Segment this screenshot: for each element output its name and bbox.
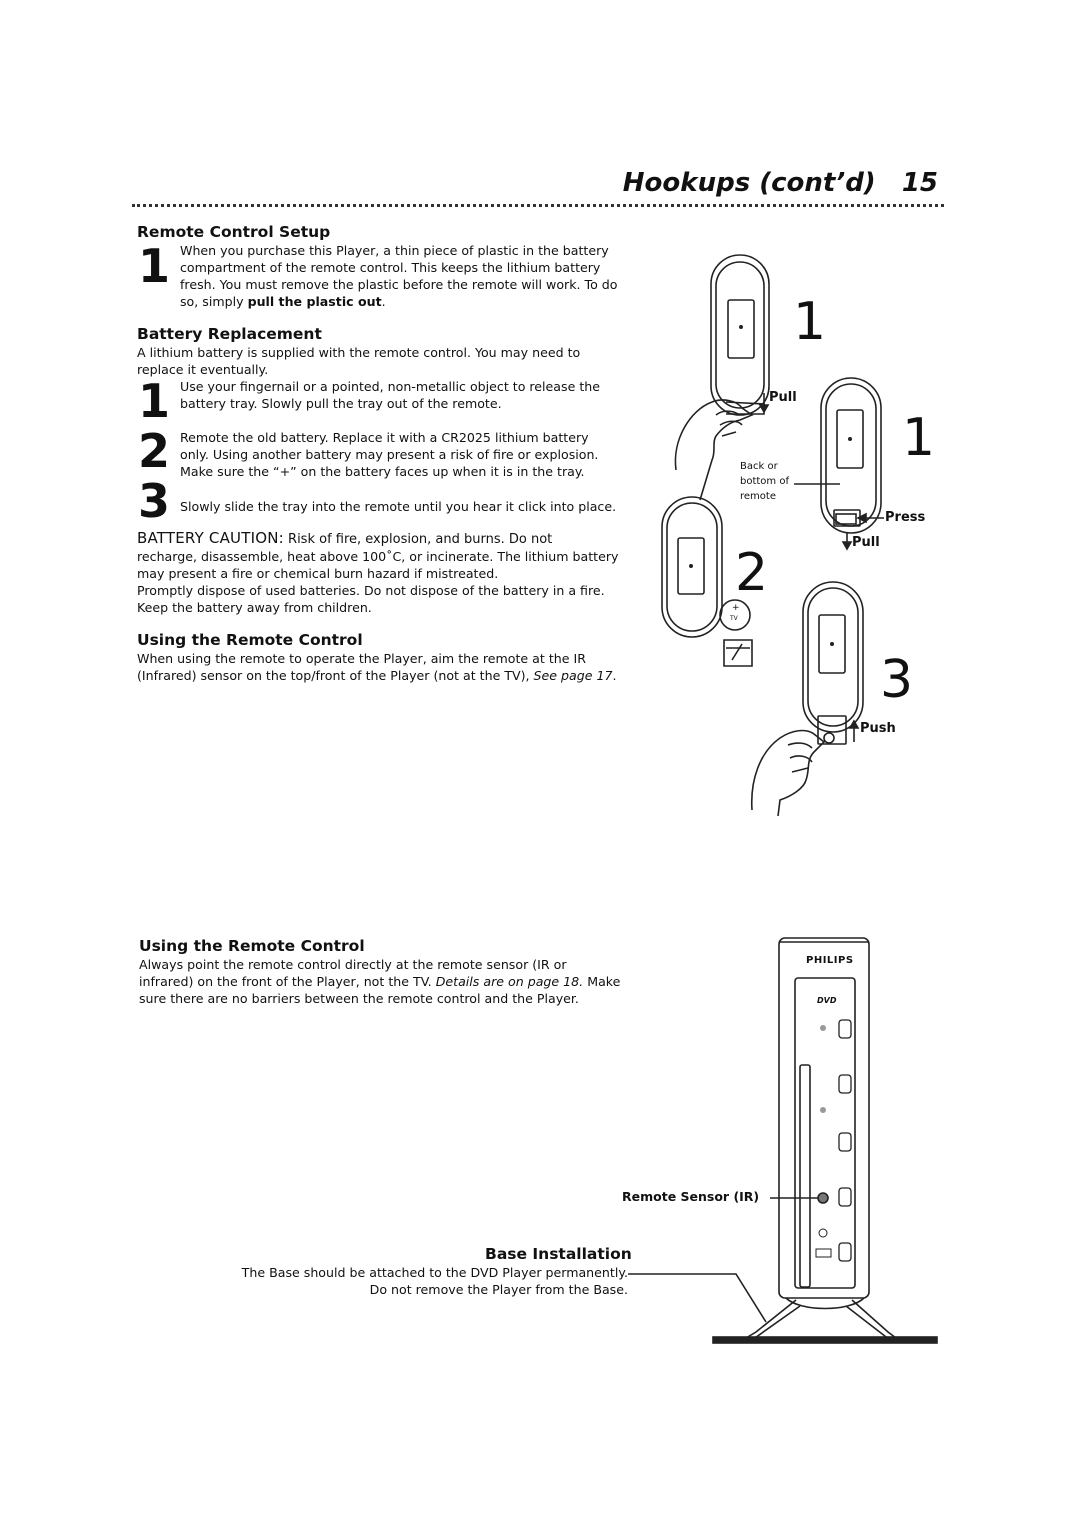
battery-caution: BATTERY CAUTION: Risk of fire, explosion… <box>137 530 627 616</box>
text-line: Remote the old battery. Replace it with … <box>180 430 589 445</box>
pull-label-1: Pull <box>769 390 797 405</box>
remote-sensor-icon <box>817 1192 829 1204</box>
page-header: Hookups (cont’d) 15 <box>623 168 938 198</box>
text-line: Do not remove the Player from the Base. <box>369 1282 628 1297</box>
text-line: sure there are no barriers between the r… <box>139 991 579 1006</box>
battery-tv-label: TV <box>730 615 738 622</box>
text-line: compartment of the remote control. This … <box>180 260 601 275</box>
battery-step-1-number: 1 <box>138 374 171 428</box>
battery-step-2-text: Remote the old battery. Replace it with … <box>180 429 630 480</box>
push-label: Push <box>860 721 896 736</box>
battery-replacement-heading: Battery Replacement <box>137 325 322 343</box>
text-line: Always point the remote control directly… <box>139 957 567 972</box>
pull-label-2: Pull <box>852 535 880 550</box>
battery-step-1-text: Use your fingernail or a pointed, non-me… <box>180 378 630 412</box>
text-line: When using the remote to operate the Pla… <box>137 651 586 666</box>
header-divider <box>132 204 944 207</box>
using-remote-heading-1: Using the Remote Control <box>137 631 363 649</box>
remote-setup-text: When you purchase this Player, a thin pi… <box>180 242 630 310</box>
hand-icon <box>674 399 754 501</box>
text-line: Use your fingernail or a pointed, non-me… <box>180 379 600 394</box>
battery-step-2-number: 2 <box>138 424 171 478</box>
battery-step-3-number: 3 <box>138 474 171 528</box>
battery-intro: A lithium battery is supplied with the r… <box>137 344 617 378</box>
remote-step4-icon <box>802 581 864 745</box>
step-label-2: 2 <box>735 543 769 603</box>
hand-icon <box>750 729 826 817</box>
base-installation-heading: Base Installation <box>485 1245 632 1263</box>
text-line: Keep the battery away from children. <box>137 600 372 615</box>
step-label-3: 3 <box>880 650 914 710</box>
text-line: so, simply pull the plastic out. <box>180 294 386 309</box>
text-line: battery tray. Slowly pull the tray out o… <box>180 396 502 411</box>
text-line: A lithium battery is supplied with the r… <box>137 345 581 360</box>
emphasis: pull the plastic out <box>247 294 382 309</box>
text-line: Slowly slide the tray into the remote un… <box>180 499 617 514</box>
text-line: only. Using another battery may present … <box>180 447 599 462</box>
page-number: 15 <box>901 168 938 198</box>
using-remote-text-2: Always point the remote control directly… <box>139 956 629 1007</box>
back-of-remote-label: Back or bottom of remote <box>740 461 789 502</box>
text-line: infrared) on the front of the Player, no… <box>139 974 621 989</box>
dvd-player <box>628 937 938 1344</box>
text-line: Promptly dispose of used batteries. Do n… <box>137 583 605 598</box>
text-line: may present a fire or chemical burn haza… <box>137 566 499 581</box>
using-remote-heading-2: Using the Remote Control <box>139 937 365 955</box>
remote-step3-icon <box>661 496 723 638</box>
base-installation-text: The Base should be attached to the DVD P… <box>188 1264 628 1298</box>
player-buttons <box>838 1019 852 1262</box>
text-line: recharge, disassemble, heat above 100˚C,… <box>137 549 619 564</box>
step-label-1a: 1 <box>793 292 827 352</box>
text-line: Make sure the “+” on the battery faces u… <box>180 464 585 479</box>
battery-plus-label: + <box>732 603 740 613</box>
step-label-1b: 1 <box>902 408 936 468</box>
brand-logo: PHILIPS <box>806 955 854 966</box>
text-line: When you purchase this Player, a thin pi… <box>180 243 609 258</box>
remote-step2-icon <box>820 377 882 534</box>
page-title: Hookups (cont’d) <box>622 168 876 198</box>
text-line: fresh. You must remove the plastic befor… <box>180 277 618 292</box>
press-label: Press <box>885 510 926 525</box>
remote-setup-step-number: 1 <box>138 239 171 293</box>
caution-label: BATTERY CAUTION: <box>137 529 284 547</box>
remote-step1-icon <box>710 254 770 416</box>
remote-setup-heading: Remote Control Setup <box>137 223 331 241</box>
battery-step-3-text: Slowly slide the tray into the remote un… <box>180 498 640 515</box>
dvd-logo: DVD <box>817 996 837 1005</box>
battery-icon <box>719 599 751 631</box>
remote-sensor-label: Remote Sensor (IR) <box>622 1189 760 1204</box>
text-line: replace it eventually. <box>137 362 269 377</box>
using-remote-text-1: When using the remote to operate the Pla… <box>137 650 627 684</box>
text-line: The Base should be attached to the DVD P… <box>241 1265 628 1280</box>
text-line: (Infrared) sensor on the top/front of th… <box>137 668 617 683</box>
